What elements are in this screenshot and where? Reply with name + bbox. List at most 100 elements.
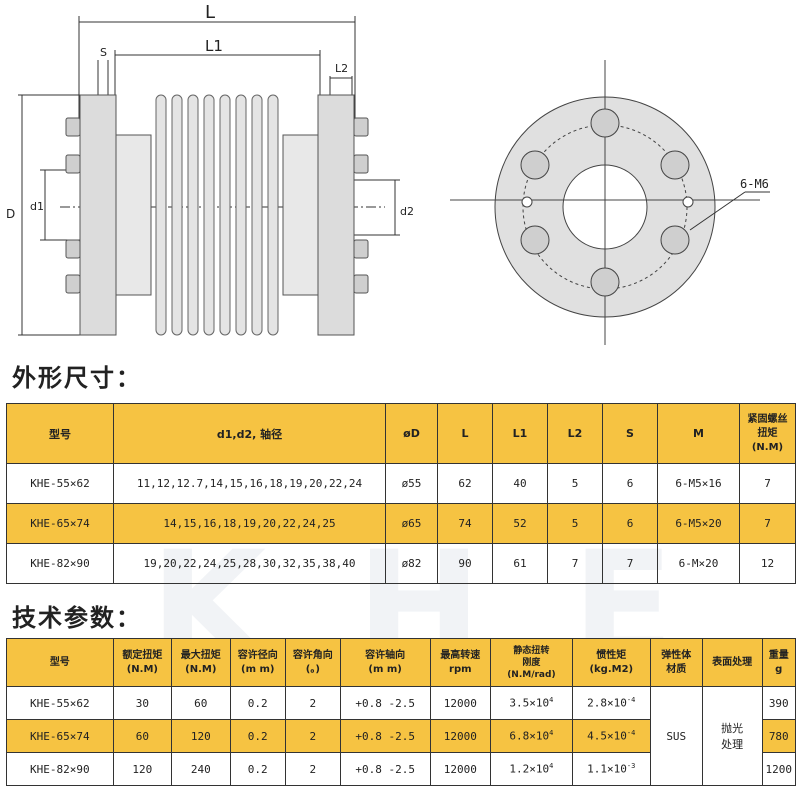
inertia-exponent: -4 (626, 729, 636, 738)
cell: 14,15,16,18,19,20,22,24,25 (113, 503, 386, 544)
cell: 120 (112, 752, 173, 786)
inertia-base: 2.8×10 (587, 696, 627, 710)
col-header: 紧固螺丝 扭矩 (N.M) (739, 403, 796, 464)
cell: 12 (739, 543, 796, 584)
cell: 7 (739, 503, 796, 544)
cell: 1200 (761, 752, 796, 786)
cell: ø55 (385, 463, 438, 504)
cell: KHE-82×90 (6, 752, 114, 786)
cell: 6-M5×20 (657, 503, 740, 544)
cell: 0.2 (229, 752, 286, 786)
cell: 5 (547, 463, 603, 504)
table-header-row: 型号 额定扭矩 (N.M) 最大扭矩 (N.M) 容许径向 (m m) 容许角向… (6, 638, 796, 687)
cell: KHE-55×62 (6, 463, 114, 504)
tech-param-table: 型号 额定扭矩 (N.M) 最大扭矩 (N.M) 容许径向 (m m) 容许角向… (6, 638, 796, 786)
cell: 240 (171, 752, 231, 786)
stiffness-exponent: 4 (549, 696, 554, 705)
inertia-base: 4.5×10 (587, 729, 627, 743)
hole-callout-label: 6-M6 (740, 177, 769, 191)
cell: 7 (602, 543, 658, 584)
cell: KHE-65×74 (6, 503, 114, 544)
cell: 390 (761, 686, 796, 720)
cell: 7 (739, 463, 796, 504)
col-header: 最大扭矩 (N.M) (171, 638, 231, 687)
cell: 6-M5×16 (657, 463, 740, 504)
coupling-drawing: L L1 L2 S D d1 d2 6-M6 (6, 2, 770, 345)
cell: KHE-55×62 (6, 686, 114, 720)
col-header: S (602, 403, 658, 464)
cell: 6 (602, 503, 658, 544)
cell: 60 (112, 719, 173, 753)
cell: 4.5×10-4 (571, 719, 651, 753)
cell: 30 (112, 686, 173, 720)
cell: 120 (171, 719, 231, 753)
col-header: 容许角向 (。) (284, 638, 341, 687)
table-row: KHE-55×62 11,12,12.7,14,15,16,18,19,20,2… (6, 463, 796, 504)
col-header: 惯性矩 (kg.M2) (571, 638, 651, 687)
dim-L-label: L (205, 2, 215, 23)
cell: 5 (547, 503, 603, 544)
cell: 52 (492, 503, 548, 544)
cell: 61 (492, 543, 548, 584)
col-header: d1,d2, 轴径 (113, 403, 386, 464)
table-row: KHE-82×90 19,20,22,24,25,28,30,32,35,38,… (6, 543, 796, 584)
cell: 6.8×104 (490, 719, 573, 753)
inertia-exponent: -3 (626, 762, 636, 771)
inertia-exponent: -4 (626, 696, 636, 705)
material-cell: SUS (649, 686, 703, 786)
col-header: 型号 (6, 403, 114, 464)
cell: 7 (547, 543, 603, 584)
section-title-dimensions: 外形尺寸： (12, 364, 142, 392)
stiffness-exponent: 4 (549, 729, 554, 738)
stiffness-base: 1.2×10 (509, 762, 550, 776)
stiffness-base: 3.5×10 (509, 696, 550, 710)
table-header-row: 型号 d1,d2, 轴径 øD L L1 L2 S M 紧固螺丝 扭矩 (N.M… (6, 403, 796, 464)
col-header: 最高转速 rpm (429, 638, 492, 687)
cell: 2 (284, 686, 341, 720)
section-title-tech-params: 技术参数： (12, 604, 142, 632)
dim-S-label: S (100, 46, 107, 59)
cell: 0.2 (229, 719, 286, 753)
cell: 6-M×20 (657, 543, 740, 584)
cell: 0.2 (229, 686, 286, 720)
cell: 12000 (429, 686, 492, 720)
inertia-base: 1.1×10 (587, 762, 627, 776)
cell: 2.8×10-4 (571, 686, 651, 720)
cell: 40 (492, 463, 548, 504)
table-row: KHE-82×90 120 240 0.2 2 +0.8 -2.5 12000 … (6, 752, 796, 786)
cell: 11,12,12.7,14,15,16,18,19,20,22,24 (113, 463, 386, 504)
table-row: KHE-55×62 30 60 0.2 2 +0.8 -2.5 12000 3.… (6, 686, 796, 786)
col-header: 表面处理 (701, 638, 763, 687)
cell: 60 (171, 686, 231, 720)
cell: 12000 (429, 719, 492, 753)
col-header: øD (385, 403, 438, 464)
col-header: 容许轴向 (m m) (339, 638, 431, 687)
dim-d2-label: d2 (400, 205, 414, 218)
cell: 2 (284, 752, 341, 786)
cell: 3.5×104 (490, 686, 573, 720)
dimension-table: 型号 d1,d2, 轴径 øD L L1 L2 S M 紧固螺丝 扭矩 (N.M… (6, 403, 796, 584)
cell: +0.8 -2.5 (339, 719, 431, 753)
cell: +0.8 -2.5 (339, 752, 431, 786)
col-header: L1 (492, 403, 548, 464)
cell: 1.1×10-3 (571, 752, 651, 786)
col-header: 额定扭矩 (N.M) (112, 638, 173, 687)
stiffness-exponent: 4 (549, 762, 554, 771)
dim-d1-label: d1 (30, 200, 44, 213)
col-header: 弹性体 材质 (649, 638, 703, 687)
surface-cell: 抛光 处理 (701, 686, 763, 786)
stiffness-base: 6.8×10 (509, 729, 550, 743)
cell: 19,20,22,24,25,28,30,32,35,38,40 (113, 543, 386, 584)
cell: 90 (437, 543, 493, 584)
cell: 2 (284, 719, 341, 753)
cell: 74 (437, 503, 493, 544)
col-header: 静态扭转 刚度 (N.M/rad) (490, 638, 573, 687)
col-header: 重量g (761, 638, 796, 687)
col-header: M (657, 403, 740, 464)
col-header: L (437, 403, 493, 464)
cell: 6 (602, 463, 658, 504)
cell: 12000 (429, 752, 492, 786)
cell: ø65 (385, 503, 438, 544)
dim-L1-label: L1 (205, 37, 223, 55)
cell: KHE-82×90 (6, 543, 114, 584)
